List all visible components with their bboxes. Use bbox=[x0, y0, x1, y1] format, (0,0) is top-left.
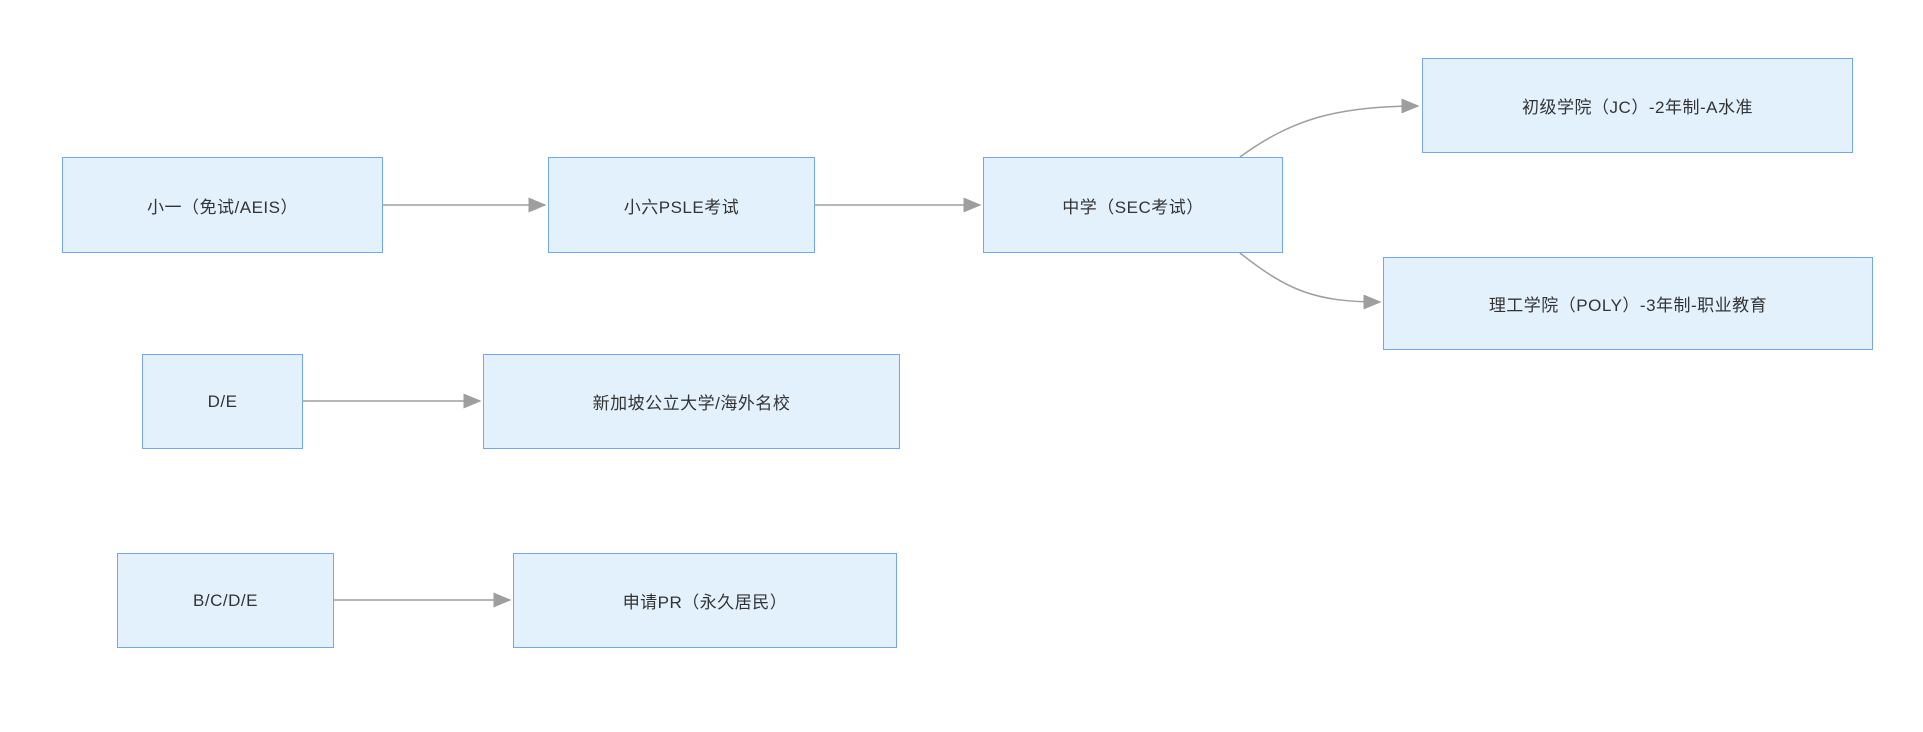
node-label: 新加坡公立大学/海外名校 bbox=[592, 394, 791, 413]
node-university[interactable]: 新加坡公立大学/海外名校 bbox=[483, 354, 900, 449]
node-label: 申请PR（永久居民） bbox=[622, 593, 788, 612]
node-label: 中学（SEC考试） bbox=[1062, 197, 1204, 217]
node-label: 小一（免试/AEIS） bbox=[147, 197, 298, 217]
node-label: 理工学院（POLY）-3年制-职业教育 bbox=[1488, 296, 1768, 315]
node-label: B/C/D/E bbox=[193, 590, 258, 610]
node-pr-application[interactable]: 申请PR（永久居民） bbox=[513, 553, 897, 648]
node-junior-college[interactable]: 初级学院（JC）-2年制-A水准 bbox=[1422, 58, 1853, 153]
node-grades-bcde[interactable]: B/C/D/E bbox=[117, 553, 334, 648]
node-grades-de[interactable]: D/E bbox=[142, 354, 303, 449]
node-label: 小六PSLE考试 bbox=[623, 197, 740, 217]
node-label: 初级学院（JC）-2年制-A水准 bbox=[1522, 98, 1753, 117]
edge-secondary-school-to-junior-college bbox=[1239, 98, 1420, 158]
node-secondary-school[interactable]: 中学（SEC考试） bbox=[983, 157, 1283, 253]
node-polytechnic[interactable]: 理工学院（POLY）-3年制-职业教育 bbox=[1383, 257, 1873, 350]
node-psle-exam[interactable]: 小六PSLE考试 bbox=[548, 157, 815, 253]
node-label: D/E bbox=[207, 391, 238, 411]
node-primary-one[interactable]: 小一（免试/AEIS） bbox=[62, 157, 383, 253]
edge-secondary-school-to-polytechnic bbox=[1239, 252, 1382, 310]
